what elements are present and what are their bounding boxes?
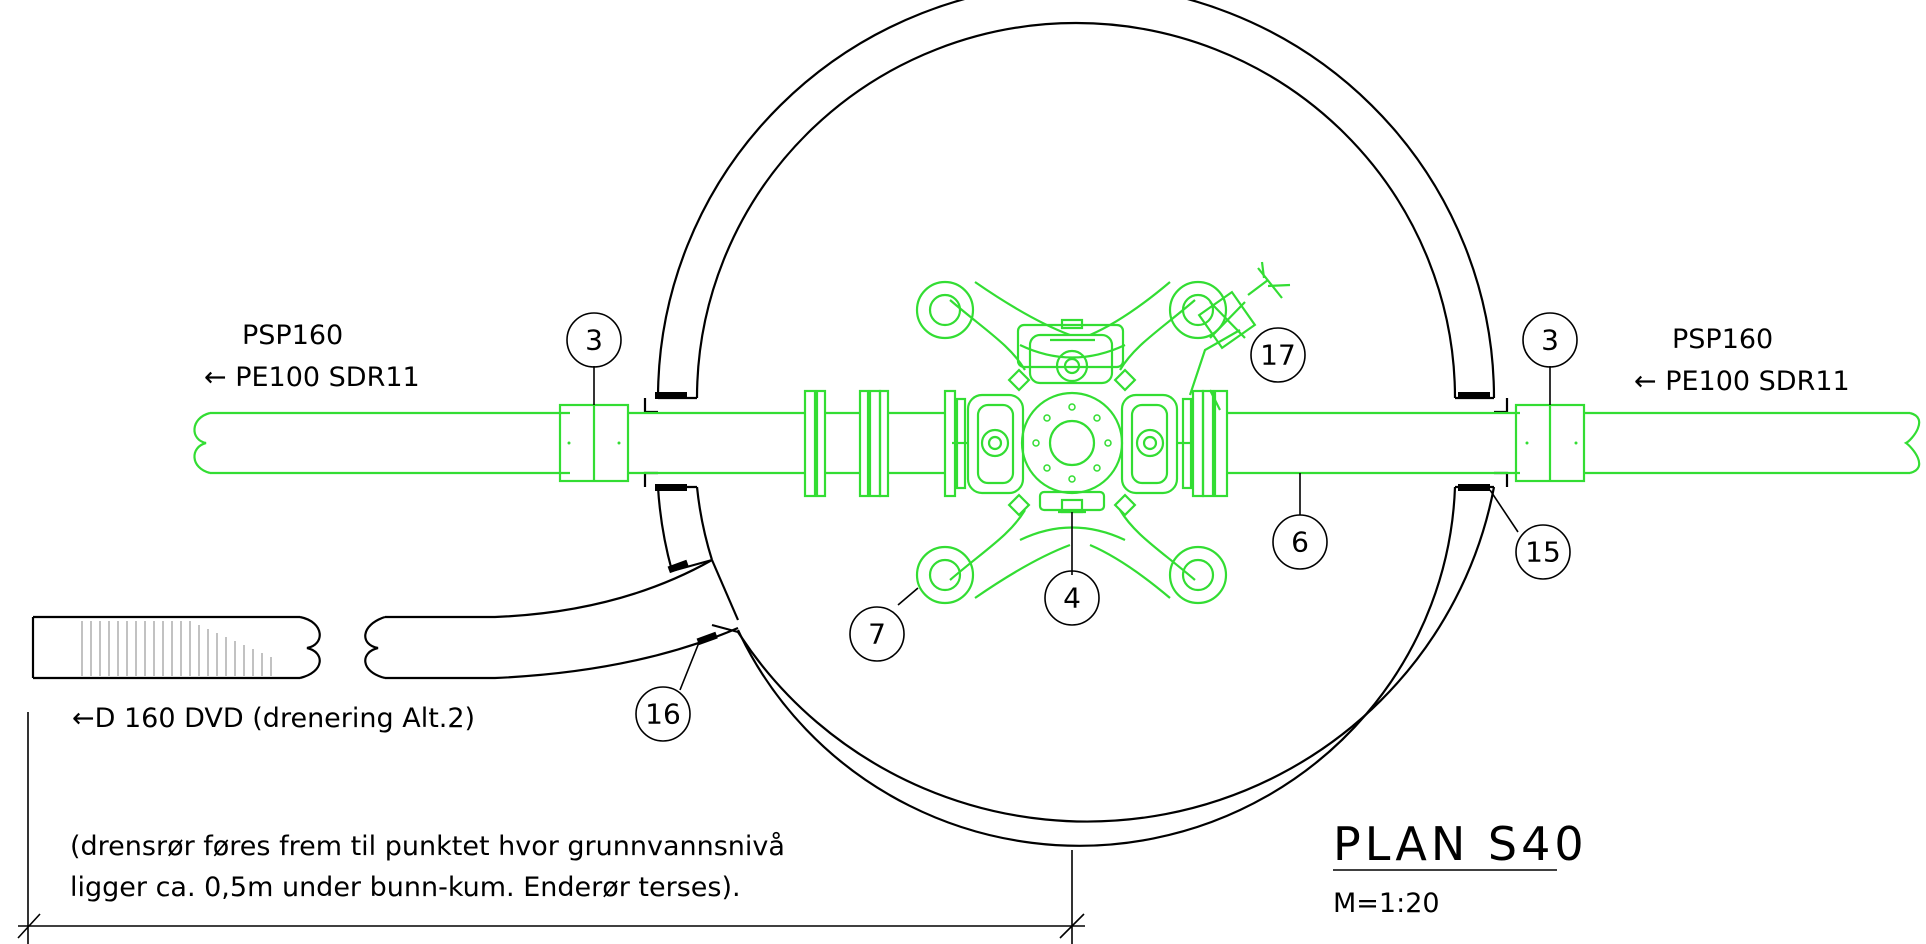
svg-text:17: 17 [1260, 339, 1296, 372]
svg-text:16: 16 [645, 698, 681, 731]
drain-pipe [364, 559, 740, 680]
svg-text:3: 3 [1541, 324, 1559, 357]
title-block: PLAN S40 M=1:20 [1333, 817, 1588, 919]
leader-lines [593, 366, 1551, 691]
svg-text:6: 6 [1291, 526, 1309, 559]
callout-3-left: 3 [566, 312, 622, 368]
svg-text:15: 15 [1525, 536, 1561, 569]
callout-7: 7 [849, 606, 905, 662]
valve-assembly [915, 261, 1291, 605]
callout-15: 15 [1515, 524, 1571, 580]
note-line-2: ligger ca. 0,5m under bunn-kum. Enderør … [70, 872, 741, 903]
drain-spec: ←D 160 DVD (drenering Alt.2) [72, 703, 475, 734]
callout-16: 16 [635, 686, 691, 742]
main-pipe [193, 389, 1921, 498]
callout-17: 17 [1250, 327, 1306, 383]
note-line-1: (drensrør føres frem til punktet hvor gr… [70, 831, 785, 862]
svg-text:7: 7 [868, 618, 886, 651]
callout-3-right: 3 [1522, 312, 1578, 368]
plan-scale: M=1:20 [1333, 888, 1440, 919]
left-pipe-name: PSP160 [242, 320, 343, 351]
drainage-pipe-dvd [31, 615, 321, 680]
svg-text:4: 4 [1063, 582, 1081, 615]
right-pipe-spec: ← PE100 SDR11 [1634, 366, 1850, 397]
left-pipe-spec: ← PE100 SDR11 [204, 362, 420, 393]
callouts: 3 3 17 6 15 4 7 16 [566, 312, 1578, 742]
right-pipe-name: PSP160 [1672, 324, 1773, 355]
pipe-labels: PSP160 ← PE100 SDR11 PSP160 ← PE100 SDR1… [70, 320, 1850, 903]
dimension-line [17, 712, 1085, 944]
callout-6: 6 [1272, 514, 1328, 570]
svg-text:3: 3 [585, 324, 603, 357]
plan-title: PLAN S40 [1333, 817, 1588, 871]
callout-4: 4 [1044, 570, 1100, 626]
manhole-wall [643, 0, 1509, 847]
